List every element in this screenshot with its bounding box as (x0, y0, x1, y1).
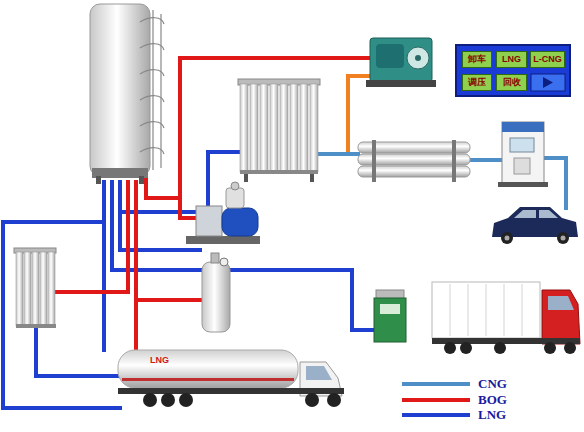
button-label: 卸车 (468, 55, 486, 64)
lng-pipe (36, 326, 122, 376)
play-button (531, 74, 565, 91)
control-button: LNG (496, 51, 527, 68)
lng-truck (432, 282, 580, 354)
button-label: L-CNG (533, 55, 562, 64)
control-button: 卸车 (462, 51, 492, 68)
legend-line (402, 413, 470, 417)
control-button: 调压 (462, 74, 492, 91)
bog-pipe (146, 58, 370, 198)
car (492, 207, 578, 244)
legend-text: BOG (478, 393, 507, 406)
play-icon (543, 77, 553, 88)
control-panel (456, 45, 570, 96)
lng-tanker (118, 350, 344, 407)
pump-sump-vessel (202, 253, 230, 332)
lng-pipe (120, 210, 196, 214)
cng-storage-tubes (358, 140, 470, 182)
legend-text: CNG (478, 377, 507, 390)
lng-pipe (112, 180, 374, 330)
cryogenic-pump (186, 182, 260, 244)
bog-pipe (54, 180, 128, 292)
tank-marking: LNG (150, 356, 169, 365)
legend-line (402, 398, 470, 402)
cng-pipe (316, 152, 360, 156)
lng-pipe (102, 180, 106, 352)
control-button: L-CNG (530, 51, 565, 68)
bog-pipe (180, 198, 196, 218)
control-button: 回收 (496, 74, 527, 91)
unloading-vaporizer (14, 248, 56, 328)
button-label: 调压 (468, 78, 486, 87)
button-label: 回收 (503, 78, 521, 87)
legend-line (402, 382, 470, 386)
lng-dispenser (374, 290, 406, 342)
legend-text: LNG (478, 408, 506, 421)
cng-pipe (470, 158, 502, 162)
compressor (366, 38, 436, 87)
button-label: LNG (502, 55, 521, 64)
pipes (3, 58, 566, 408)
bog-pipe (136, 298, 202, 302)
bog-pipe (134, 180, 138, 352)
ambient-vaporizer (238, 79, 320, 182)
cng-dispenser (498, 122, 548, 187)
lng-storage-tank (90, 4, 164, 184)
cng-pipe (348, 76, 370, 152)
